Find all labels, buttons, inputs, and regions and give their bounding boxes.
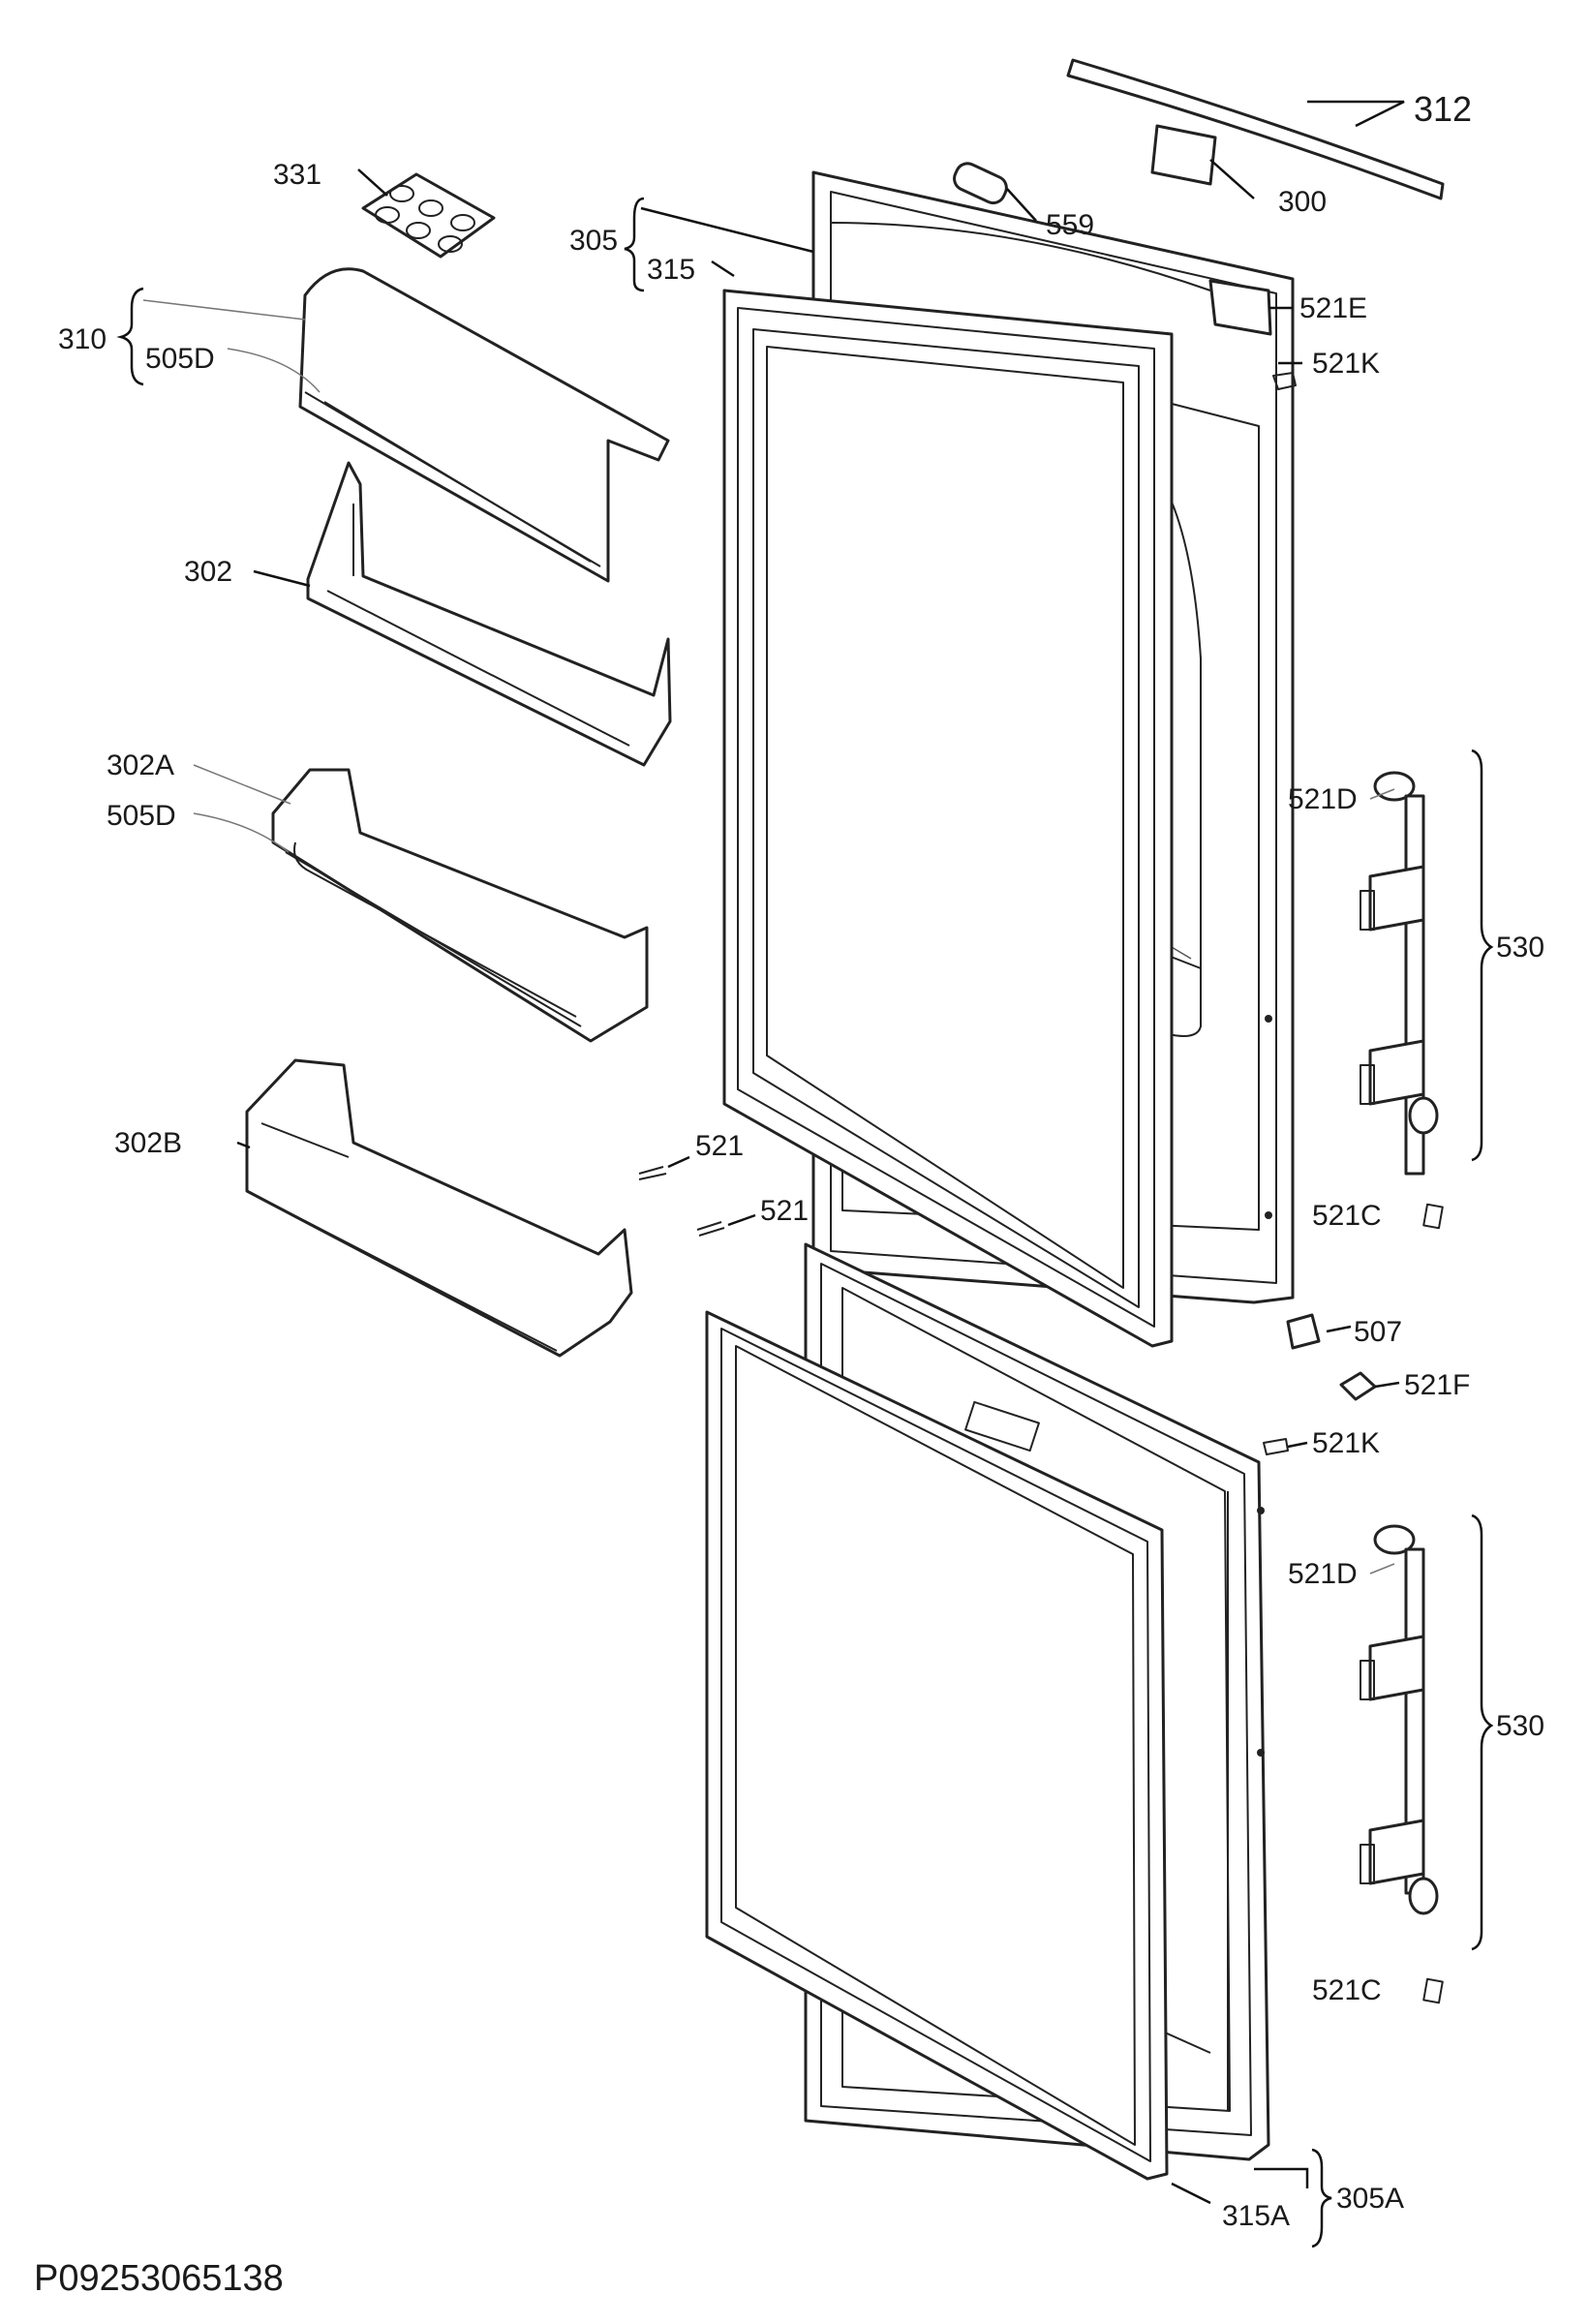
- cap-521c-bottom: [1422, 1977, 1444, 2004]
- cover-521f: [1339, 1371, 1377, 1401]
- label-302b: 302B: [114, 1127, 182, 1159]
- label-530-top: 530: [1496, 932, 1544, 963]
- label-521f: 521F: [1404, 1369, 1470, 1401]
- hinge-assembly-530-top: [1360, 771, 1439, 1176]
- hinge-assembly-530-bottom: [1360, 1524, 1439, 1915]
- egg-tray-331: [361, 172, 496, 259]
- label-300: 300: [1278, 186, 1327, 218]
- leader-lines: [142, 100, 1405, 2205]
- hinge-cover-521e: [1208, 279, 1272, 336]
- label-312: 312: [1414, 89, 1472, 129]
- door-shelf-302: [306, 461, 672, 767]
- cap-521c-top: [1422, 1203, 1444, 1230]
- label-505d-top: 505D: [145, 343, 215, 375]
- label-521k-bottom: 521K: [1312, 1427, 1380, 1459]
- part-labels: 312 300 331 559 305 315 521E 310 505D 52…: [58, 89, 1544, 2232]
- label-521-a: 521: [695, 1130, 744, 1162]
- label-521k-top: 521K: [1312, 348, 1380, 380]
- label-559: 559: [1046, 209, 1094, 241]
- drawing-code: P09253065138: [34, 2258, 284, 2299]
- label-315a: 315A: [1222, 2200, 1290, 2232]
- label-305: 305: [569, 225, 618, 257]
- stop-507: [1286, 1313, 1321, 1350]
- label-315: 315: [647, 254, 695, 286]
- label-310: 310: [58, 323, 107, 355]
- label-305a: 305A: [1336, 2183, 1404, 2215]
- label-530-bottom: 530: [1496, 1710, 1544, 1742]
- label-521e: 521E: [1299, 292, 1367, 324]
- screw-521-a: [638, 1166, 667, 1180]
- label-plate-300: [1150, 124, 1217, 186]
- screw-521k-top: [1272, 372, 1297, 390]
- screw-521-b: [696, 1221, 725, 1237]
- upper-gasket-315: [722, 289, 1174, 1348]
- label-507: 507: [1354, 1316, 1402, 1348]
- shelf-lid-310: [298, 267, 670, 583]
- door-shelf-302a: [271, 768, 649, 1043]
- label-331: 331: [273, 159, 321, 191]
- lower-gasket-315a: [705, 1310, 1169, 2181]
- label-521d-top: 521D: [1288, 783, 1358, 815]
- label-521c-bottom: 521C: [1312, 1974, 1382, 2006]
- braces: [116, 197, 1494, 2248]
- door-shelf-302b: [245, 1058, 633, 1358]
- label-302: 302: [184, 556, 232, 588]
- screw-521k-bottom: [1263, 1438, 1289, 1455]
- label-521c-top: 521C: [1312, 1200, 1382, 1232]
- label-521d-bottom: 521D: [1288, 1558, 1358, 1590]
- top-trim-312: [1066, 58, 1445, 200]
- label-521-b: 521: [760, 1195, 809, 1227]
- label-505d-mid: 505D: [107, 800, 176, 832]
- pin-559: [953, 162, 1008, 205]
- label-302a: 302A: [107, 749, 174, 781]
